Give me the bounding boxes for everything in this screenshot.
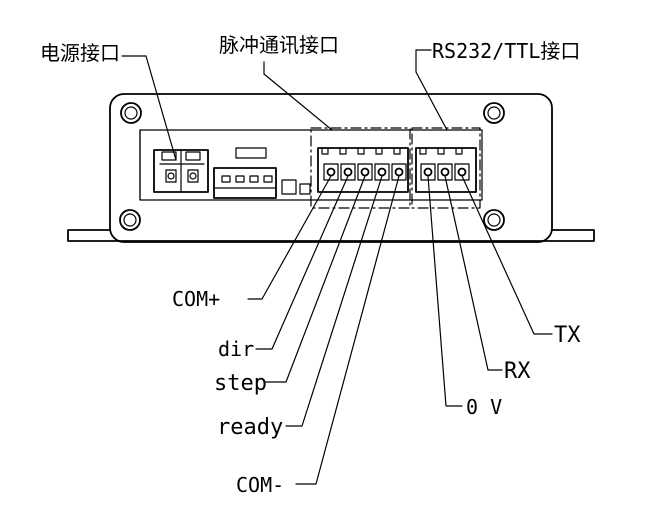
leader-pulse	[263, 61, 333, 131]
label-rx: RX	[504, 359, 531, 384]
leader-ready	[285, 175, 383, 427]
mounting-hole-bottom-left	[119, 209, 141, 231]
mounting-hole-top-left	[120, 102, 142, 124]
leader-serial	[415, 49, 448, 131]
label-zero-v: 0 V	[466, 395, 502, 419]
leader-com-plus	[247, 175, 332, 300]
label-com-minus: COM-	[236, 473, 284, 497]
leader-step	[265, 175, 366, 383]
label-dir: dir	[218, 337, 254, 361]
label-ready: ready	[217, 415, 283, 440]
leader-power	[121, 55, 177, 161]
leader-tx	[461, 175, 553, 335]
label-pulse: 脉冲通讯接口	[219, 33, 339, 57]
leader-zero-v	[427, 175, 463, 407]
label-serial: RS232/TTL接口	[432, 39, 580, 63]
mounting-flange	[67, 229, 595, 242]
label-step: step	[214, 371, 267, 396]
aux-connector	[213, 147, 311, 199]
leader-rx	[444, 175, 503, 371]
label-com-plus: COM+	[172, 287, 220, 311]
power-terminal-block	[153, 149, 209, 193]
pulse-connector	[310, 127, 411, 209]
serial-connector	[411, 127, 481, 209]
leader-dir	[255, 175, 349, 350]
mounting-hole-bottom-right	[483, 209, 505, 231]
mounting-hole-top-right	[483, 102, 505, 124]
label-tx: TX	[554, 323, 581, 348]
label-power: 电源接口	[40, 41, 120, 65]
leader-com-minus	[295, 175, 400, 485]
